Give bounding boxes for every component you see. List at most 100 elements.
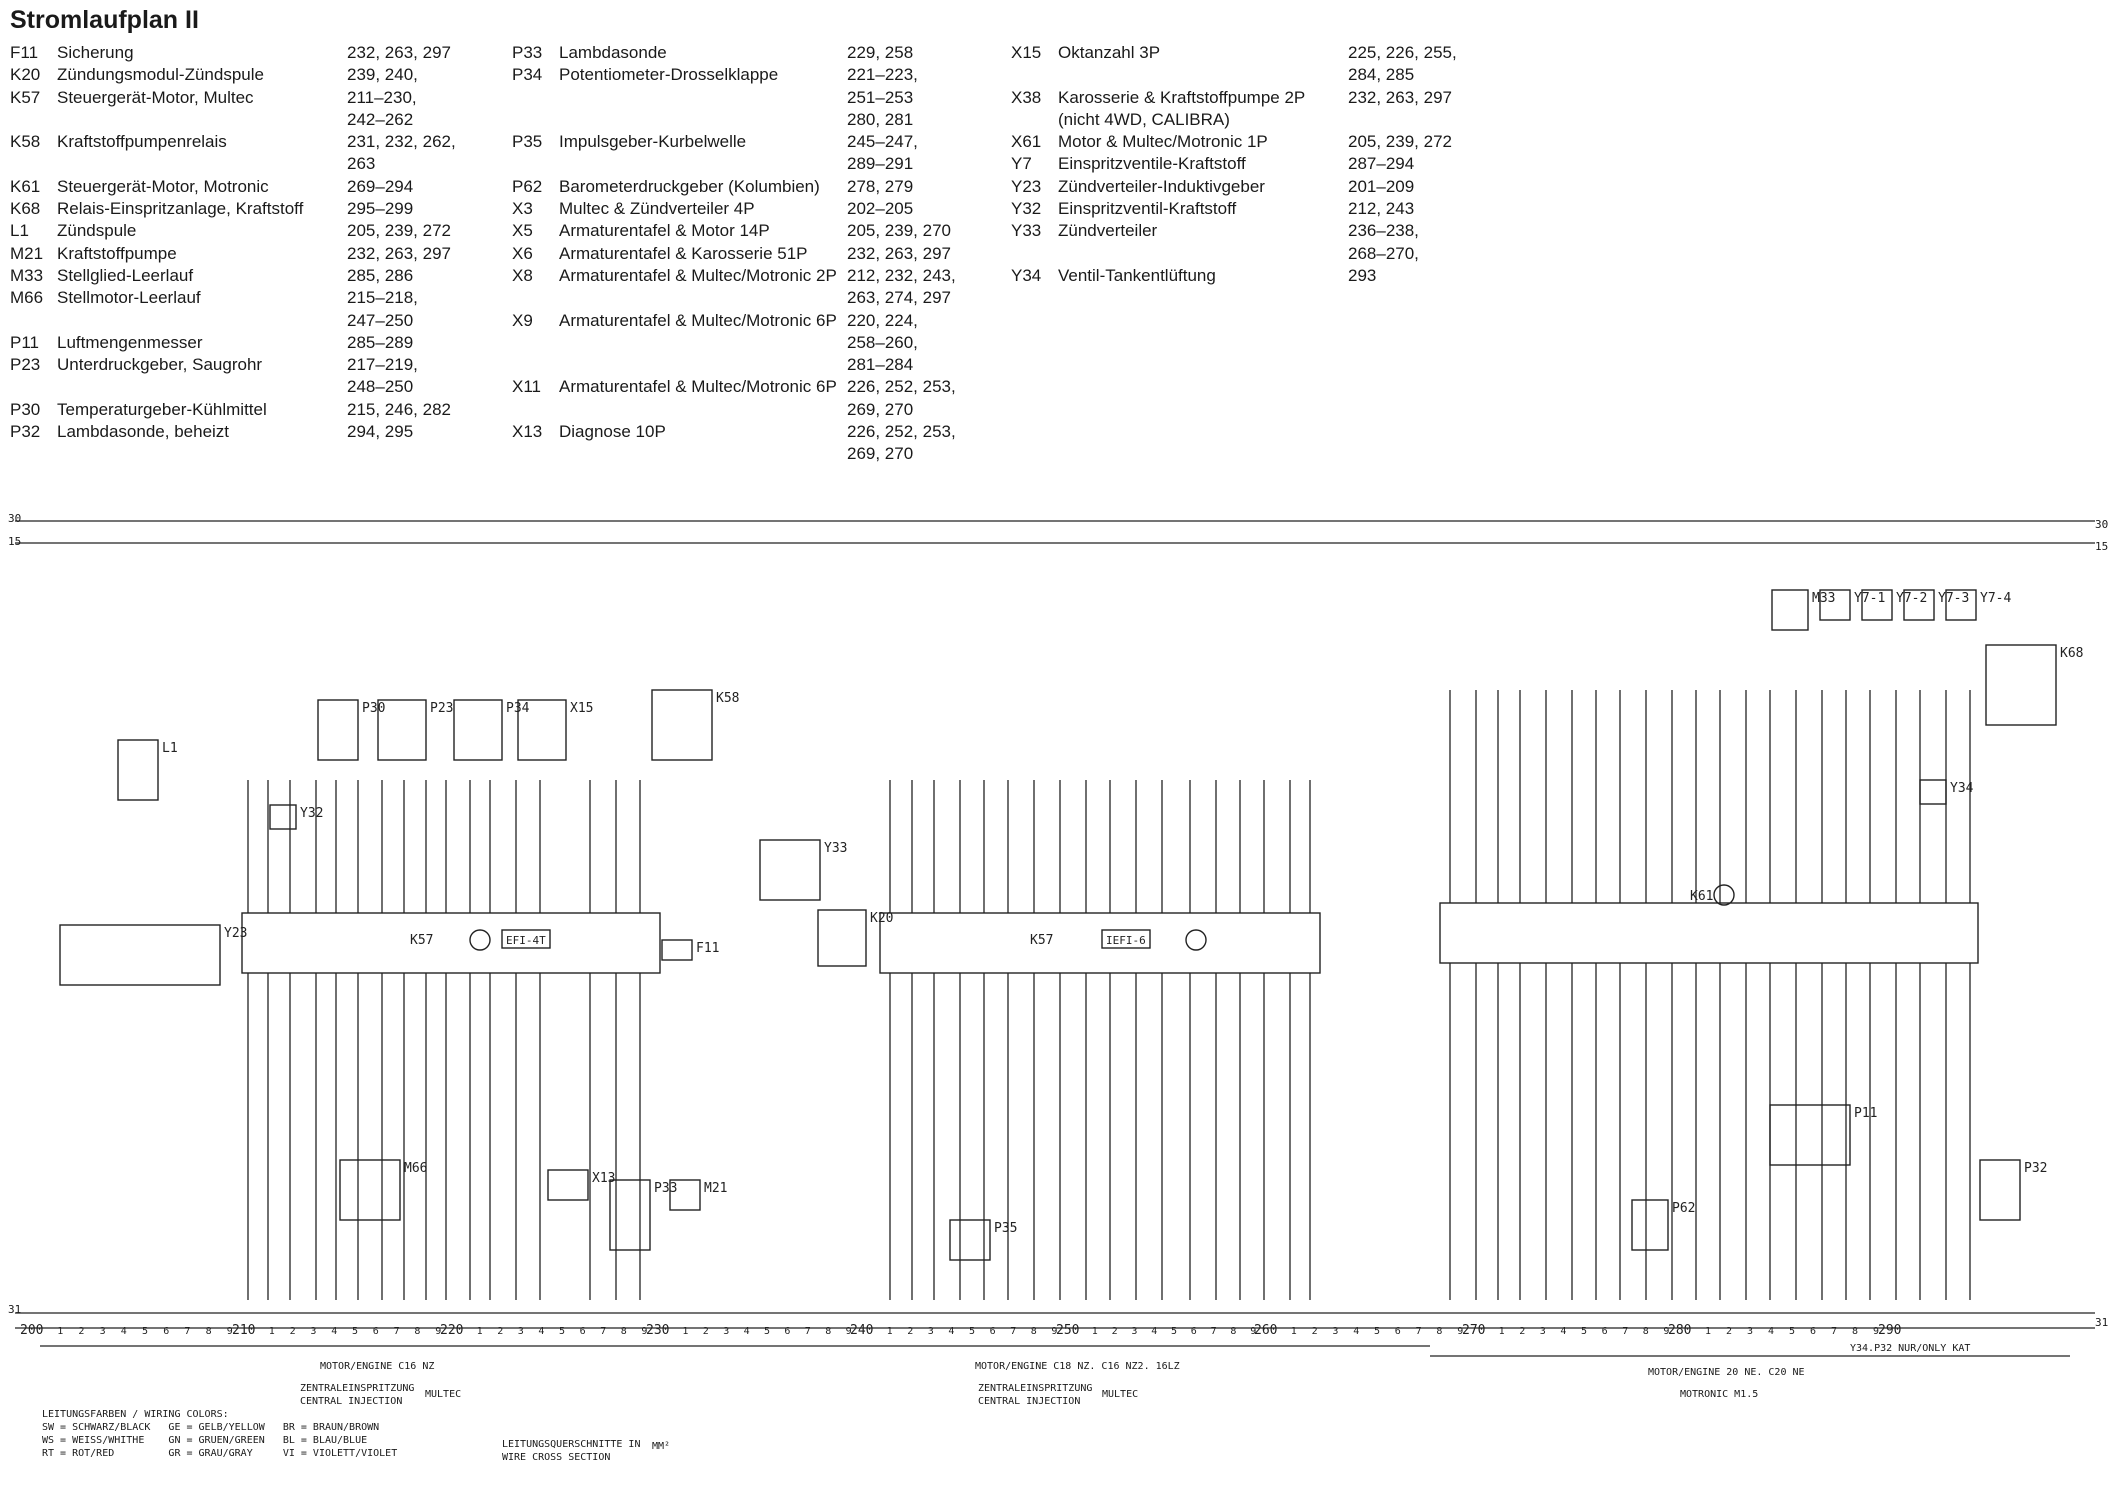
rail-30-label-right: 30 xyxy=(2095,518,2109,531)
scale-number-240: 240 xyxy=(850,1323,873,1338)
component-description: Luftmengenmesser xyxy=(57,332,203,352)
component-pages: 289–291 xyxy=(847,154,914,174)
wire-cross-section-unit: MM² xyxy=(652,1441,671,1452)
scale-tick-1-1: 1 xyxy=(269,1326,275,1337)
scale-tick-6-2: 2 xyxy=(1312,1326,1318,1337)
module-k61-clock-icon xyxy=(1713,884,1735,906)
component-p32-label: P32 xyxy=(2024,1161,2047,1176)
scale-tick-1-8: 8 xyxy=(414,1326,420,1337)
component-description: Armaturentafel & Multec/Motronic 6P xyxy=(559,377,837,397)
component-pages: 232, 263, 297 xyxy=(847,243,951,263)
component-y7-2-box xyxy=(1861,589,1893,621)
component-code: Y32 xyxy=(1011,199,1042,219)
component-code: P11 xyxy=(10,332,39,352)
component-code: K61 xyxy=(10,176,41,196)
component-code: P34 xyxy=(512,65,543,85)
component-f11-label: F11 xyxy=(696,941,719,956)
component-code: X38 xyxy=(1011,87,1042,107)
scale-tick-5-3: 3 xyxy=(1131,1326,1137,1337)
scale-tick-6-7: 7 xyxy=(1416,1326,1422,1337)
component-pages: 217–219, xyxy=(347,355,418,375)
component-code: M21 xyxy=(10,243,44,263)
component-y34-box xyxy=(1919,779,1947,805)
scale-tick-5-5: 5 xyxy=(1171,1326,1177,1337)
scale-tick-7-9: 9 xyxy=(1663,1326,1669,1337)
component-code: K58 xyxy=(10,132,41,152)
component-pages: 278, 279 xyxy=(847,176,914,196)
scale-tick-4-2: 2 xyxy=(907,1326,913,1337)
component-y23-box xyxy=(59,924,221,986)
section-caption-c16nz: MOTOR/ENGINE C16 NZ xyxy=(320,1361,435,1372)
component-code: Y34 xyxy=(1011,265,1042,285)
component-pages: 285–289 xyxy=(347,332,414,352)
scale-tick-8-8: 8 xyxy=(1852,1326,1858,1337)
component-description: Stellmotor-Leerlauf xyxy=(57,288,201,308)
scale-tick-5-4: 4 xyxy=(1151,1326,1157,1337)
scale-number-220: 220 xyxy=(440,1323,463,1338)
component-p35-label: P35 xyxy=(994,1221,1017,1236)
component-p23-box xyxy=(377,699,427,761)
component-m33-label: M33 xyxy=(1812,591,1835,606)
scale-tick-7-1: 1 xyxy=(1499,1326,1505,1337)
component-x15-box xyxy=(517,699,567,761)
component-code: P62 xyxy=(512,176,543,196)
component-m33-box xyxy=(1771,589,1809,631)
component-l1-label: L1 xyxy=(162,741,178,756)
component-description: Kraftstoffpumpenrelais xyxy=(57,132,227,152)
component-pages: 245–247, xyxy=(847,132,918,152)
component-pages: 225, 226, 255, xyxy=(1348,43,1457,62)
scale-tick-8-4: 4 xyxy=(1768,1326,1774,1337)
component-l1-box xyxy=(117,739,159,801)
section-caption-c18nz-detail: ZENTRALEINSPRITZUNG CENTRAL INJECTION xyxy=(978,1383,1093,1407)
component-y7-3-box xyxy=(1903,589,1935,621)
scale-tick-8-1: 1 xyxy=(1705,1326,1711,1337)
section-caption-c16nz-multec: MULTEC xyxy=(425,1389,462,1400)
component-p33-box xyxy=(609,1179,651,1251)
component-p23-label: P23 xyxy=(430,701,453,716)
component-pages: 280, 281 xyxy=(847,109,914,129)
scale-tick-0-3: 3 xyxy=(100,1326,106,1337)
component-code: X61 xyxy=(1011,132,1042,152)
component-code: M33 xyxy=(10,265,44,285)
module-k57-c16nz-badge-box xyxy=(501,929,551,949)
scale-tick-8-5: 5 xyxy=(1789,1326,1795,1337)
rail-31-label-left: 31 xyxy=(8,1303,22,1316)
component-code: P35 xyxy=(512,132,543,152)
component-code: K68 xyxy=(10,199,41,219)
component-p11-label: P11 xyxy=(1854,1106,1877,1121)
component-pages: 251–253 xyxy=(847,87,914,107)
component-code: L1 xyxy=(10,221,29,241)
component-pages: 281–284 xyxy=(847,355,914,375)
component-description: Temperaturgeber-Kühlmittel xyxy=(57,399,267,419)
component-p34-label: P34 xyxy=(506,701,530,716)
component-code: Y33 xyxy=(1011,221,1042,241)
module-k57-c18nz-label: K57 xyxy=(1030,933,1053,948)
component-description: Barometerdruckgeber (Kolumbien) xyxy=(559,176,820,196)
scale-number-250: 250 xyxy=(1056,1323,1079,1338)
component-x13-label: X13 xyxy=(592,1171,615,1186)
component-k58-label: K58 xyxy=(716,691,739,706)
component-pages: 201–209 xyxy=(1348,176,1415,196)
scale-tick-3-7: 7 xyxy=(805,1326,811,1337)
component-pages: 205, 239, 272 xyxy=(1348,132,1452,152)
scale-tick-2-3: 3 xyxy=(518,1326,524,1337)
component-pages: 226, 252, 253, xyxy=(847,422,956,442)
scale-number-260: 260 xyxy=(1254,1323,1277,1338)
component-pages: 293 xyxy=(1348,265,1377,285)
component-y33-label: Y33 xyxy=(824,841,847,856)
component-p34-box xyxy=(453,699,503,761)
component-code: P23 xyxy=(10,355,41,375)
scale-tick-0-2: 2 xyxy=(78,1326,84,1337)
module-k57-c18nz-badge-box xyxy=(1101,929,1151,949)
component-code: P32 xyxy=(10,422,41,442)
module-k57-c18nz xyxy=(879,912,1321,974)
scale-tick-3-8: 8 xyxy=(825,1326,831,1337)
component-pages: 231, 232, 262, xyxy=(347,132,456,152)
component-y7-3-label: Y7-3 xyxy=(1938,591,1969,606)
component-description: Potentiometer-Drosselklappe xyxy=(559,65,779,85)
scale-tick-4-3: 3 xyxy=(928,1326,934,1337)
scale-number-270: 270 xyxy=(1462,1323,1485,1338)
component-code: F11 xyxy=(10,43,39,62)
scale-tick-5-1: 1 xyxy=(1092,1326,1098,1337)
component-y33-box xyxy=(759,839,821,901)
